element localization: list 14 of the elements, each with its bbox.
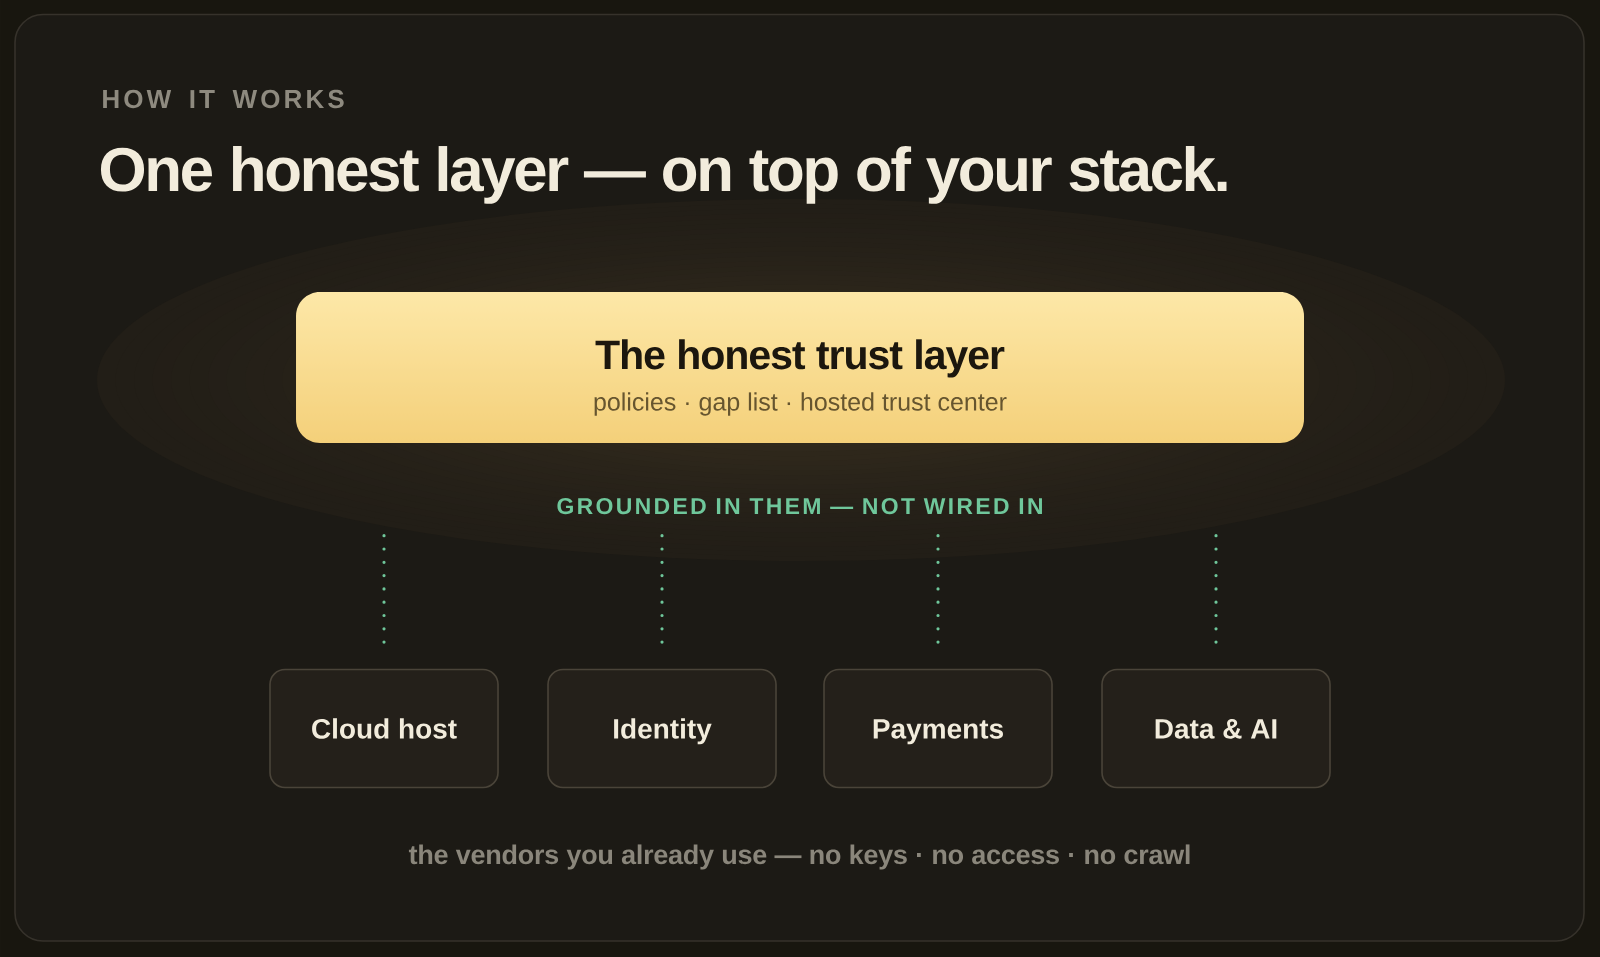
box-title: The honest trust layer xyxy=(595,339,1005,378)
caption: the vendors you already use — no keys · no access · no crawl xyxy=(408,844,1190,870)
dotted-connector xyxy=(936,534,940,647)
vendor-box: Data & AI xyxy=(1101,668,1331,789)
vendor-box: Cloud host xyxy=(269,668,499,789)
vendor-box: Payments xyxy=(823,668,1053,789)
box-subtitle: policies · gap list · hosted trust center xyxy=(594,392,1007,416)
vendor-box: Identity xyxy=(547,668,777,789)
dotted-connector xyxy=(1214,534,1218,647)
heading: One honest layer — on top of your stack. xyxy=(100,146,1227,204)
note-label: GROUNDED IN THEM — NOT WIRED IN xyxy=(557,497,1042,515)
eyebrow-label: HOW IT WORKS xyxy=(103,89,344,109)
dotted-connector xyxy=(382,534,386,647)
dotted-connector xyxy=(660,534,664,647)
